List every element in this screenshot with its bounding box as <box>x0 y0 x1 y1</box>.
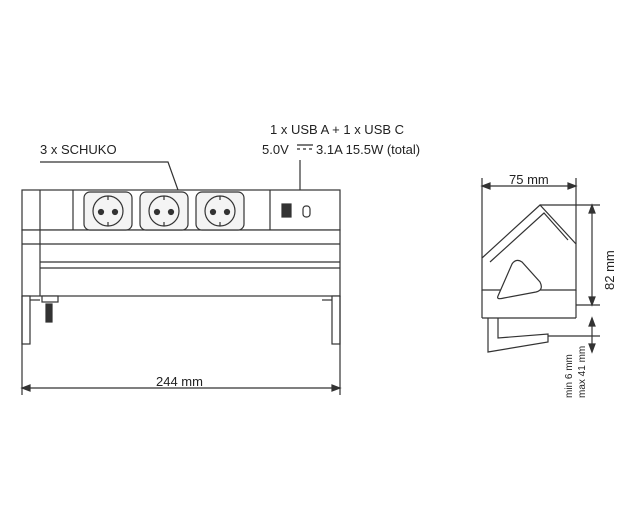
schuko-outlet-3 <box>195 191 245 231</box>
side-profile-inner <box>489 212 569 263</box>
dim-75-label: 75 mm <box>509 172 549 187</box>
schuko-outlet-2 <box>139 191 189 231</box>
dim-244-arrow-right <box>331 384 342 392</box>
dim-82-label: 82 mm <box>602 250 617 290</box>
dim-244-arrow-left <box>20 384 31 392</box>
dim-244-label: 244 mm <box>156 374 203 389</box>
clamp-right <box>322 295 341 345</box>
schuko-leader <box>40 161 179 191</box>
side-profile-body <box>481 204 577 291</box>
clamp-left <box>21 295 59 345</box>
side-clamp <box>487 318 549 353</box>
side-outlet-triangle <box>497 259 542 300</box>
usb-label-line1: 1 x USB A + 1 x USB C <box>270 122 405 137</box>
housing-body <box>21 229 341 297</box>
usb-label-current-power: 3.1A 15.5W (total) <box>316 142 421 157</box>
usb-ports <box>281 203 311 218</box>
dim-clamp-max-label: max 41 mm <box>577 345 588 398</box>
dc-symbol-icon <box>297 144 313 150</box>
schuko-label: 3 x SCHUKO <box>40 142 117 157</box>
dim-clamp-min-label: min 6 mm <box>564 354 575 398</box>
schuko-outlet-1 <box>83 191 133 231</box>
usb-label-voltage: 5.0V <box>262 142 289 157</box>
